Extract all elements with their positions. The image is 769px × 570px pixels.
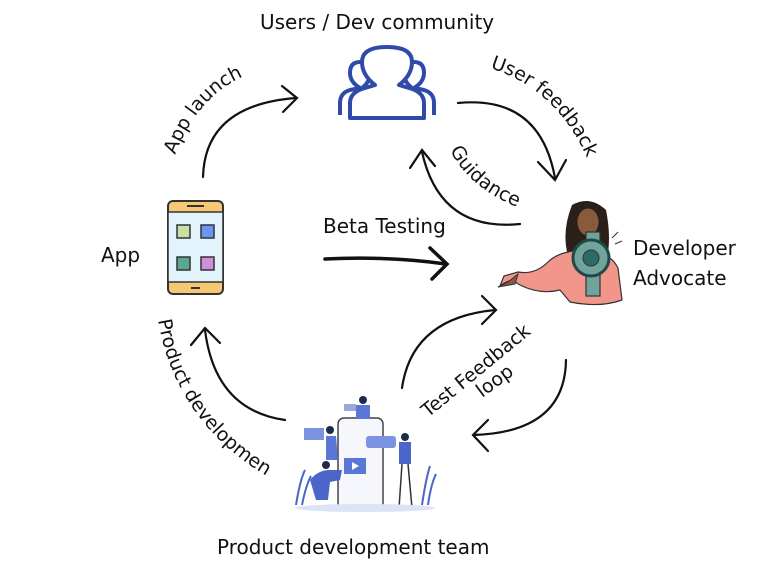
product-team-label: Product development team	[217, 535, 490, 559]
app-tile-4	[200, 256, 215, 271]
beta-testing-arrow	[323, 246, 450, 281]
app-launch-arrow	[201, 84, 299, 179]
test-feedback-up-arrow	[400, 294, 498, 390]
beta-testing-label: Beta Testing	[323, 214, 446, 238]
app-tile-1	[176, 224, 191, 239]
guidance-arrow	[408, 148, 522, 226]
users-community-label: Users / Dev community	[260, 10, 495, 34]
app-tile-3	[176, 256, 191, 271]
user-feedback-arrow	[456, 101, 568, 182]
product-development-arrow	[189, 326, 287, 422]
test-feedback-down-arrow	[471, 358, 568, 453]
app-tile-2	[200, 224, 215, 239]
app-label: App	[101, 243, 141, 267]
developer-label: Developer	[633, 236, 736, 260]
advocate-label: Advocate	[633, 266, 727, 290]
